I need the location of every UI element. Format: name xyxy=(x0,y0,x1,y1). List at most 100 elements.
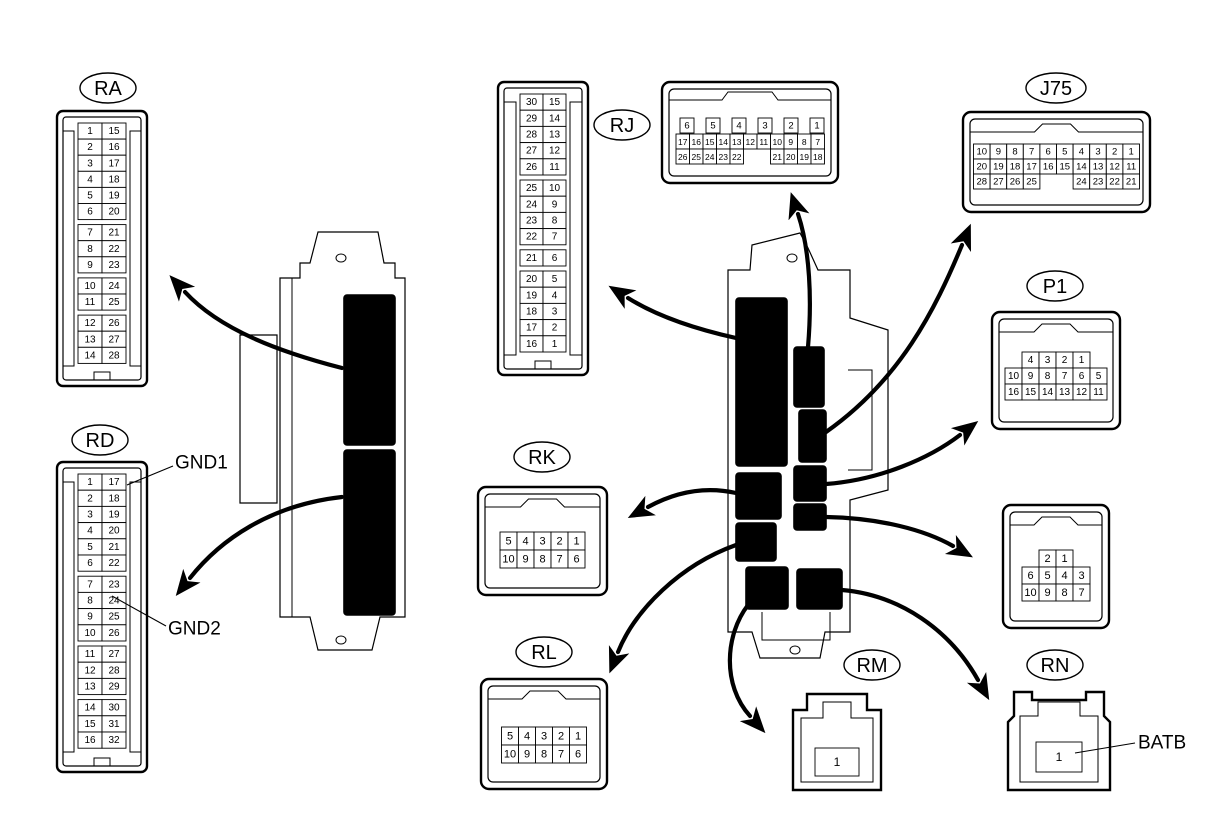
pin-label: 1 xyxy=(1129,147,1134,158)
pin-cell xyxy=(1089,383,1108,401)
label-rk-text: RK xyxy=(528,447,556,469)
pin-label: 27 xyxy=(993,177,1004,188)
pin-label: 18 xyxy=(108,174,120,185)
label-rm-text: RM xyxy=(856,655,887,677)
pin-label: 15 xyxy=(549,97,561,108)
label-rd-text: RD xyxy=(86,430,115,452)
pin-label: 5 xyxy=(87,190,93,201)
rj-block xyxy=(735,297,788,467)
pin-cell xyxy=(542,335,567,353)
pin-label: 12 xyxy=(84,318,96,329)
pin-label: 7 xyxy=(552,232,558,243)
label-rm: RM xyxy=(843,649,901,681)
pin-cell xyxy=(1022,173,1041,190)
pin-label: 2 xyxy=(1044,553,1050,565)
pin-label: 19 xyxy=(800,152,810,162)
pin-label: 10 xyxy=(84,628,96,639)
pin-cell xyxy=(757,117,773,134)
pin-label: 5 xyxy=(1044,570,1050,582)
pin-label: 6 xyxy=(684,121,689,132)
pin-label: 12 xyxy=(549,146,561,157)
pin-label: 14 xyxy=(84,703,96,714)
pin-label: 19 xyxy=(108,190,120,201)
pin-cell xyxy=(1122,173,1140,190)
pin-cell xyxy=(679,117,695,134)
callout-batb: BATB xyxy=(1138,733,1186,754)
pin-label: 8 xyxy=(539,554,545,566)
pin-cell xyxy=(542,228,567,246)
pin-label: 15 xyxy=(705,137,715,147)
pin-label: 16 xyxy=(692,137,702,147)
pin-label: 14 xyxy=(1042,387,1054,398)
pin-label: 13 xyxy=(84,334,96,345)
pin-label: 25 xyxy=(526,183,538,194)
pin-label: 19 xyxy=(526,290,538,301)
pin-label: 20 xyxy=(786,152,796,162)
pin-label: 4 xyxy=(522,536,528,548)
pin-label: 12 xyxy=(746,137,756,147)
pin-label: 11 xyxy=(759,137,768,147)
pin-cell xyxy=(101,256,127,274)
pin-label: 22 xyxy=(1109,177,1120,188)
label-ra: RA xyxy=(79,72,137,104)
pin-label: 4 xyxy=(87,174,93,185)
pin-label: 10 xyxy=(84,281,96,292)
pin-label: 19 xyxy=(108,510,120,521)
pin-cell xyxy=(567,549,586,569)
connector-arrows xyxy=(169,192,990,734)
pin-label: 14 xyxy=(549,113,561,124)
pin-label: 7 xyxy=(815,137,820,147)
pin-label: 13 xyxy=(549,130,561,141)
pin-label: 9 xyxy=(524,749,530,761)
pin-label: 24 xyxy=(1076,177,1087,188)
pin-cell xyxy=(783,117,799,134)
pin-label: 17 xyxy=(1026,162,1037,173)
pin-label: 30 xyxy=(526,97,538,108)
pin-label: 23 xyxy=(1093,177,1104,188)
pin-label: 2 xyxy=(552,323,558,334)
pin-label: 2 xyxy=(558,731,564,743)
rm-block xyxy=(745,566,789,610)
pin-label: 5 xyxy=(710,121,715,132)
pin-label: 10 xyxy=(1024,587,1036,599)
pin-label: 16 xyxy=(526,339,538,350)
pin-label: 24 xyxy=(705,152,715,162)
label-ra-text: RA xyxy=(94,78,122,100)
label-rl: RL xyxy=(515,636,573,668)
pin-label: 24 xyxy=(108,281,120,292)
pin-label: 6 xyxy=(1027,570,1033,582)
pin-label: 7 xyxy=(87,579,93,590)
pin-label: 20 xyxy=(526,274,538,285)
pin-label: 6 xyxy=(87,558,93,569)
pin-label: 1 xyxy=(87,126,93,137)
pin-label: 26 xyxy=(526,162,538,173)
pin-cell xyxy=(542,158,567,176)
pin-label: 3 xyxy=(541,731,547,743)
pin-label: 27 xyxy=(108,334,120,345)
pin-label: 6 xyxy=(552,253,558,264)
pin-label: 21 xyxy=(526,253,538,264)
pin-label: 12 xyxy=(1109,162,1120,173)
pin-cell xyxy=(101,203,127,221)
arrow-to-unlabeled xyxy=(823,514,973,558)
pin-label: 21 xyxy=(1126,177,1137,188)
left-upper-connector-block xyxy=(343,294,396,446)
pin-label: 9 xyxy=(1028,371,1034,382)
pin-label: 23 xyxy=(719,152,729,162)
pin-cell xyxy=(731,117,747,134)
pin-label: 26 xyxy=(108,628,120,639)
pin-label: 7 xyxy=(556,554,562,566)
pin-label: 22 xyxy=(732,152,742,162)
pin-cell xyxy=(101,677,127,696)
pin-label: 32 xyxy=(108,735,120,746)
pin-label: 10 xyxy=(773,137,783,147)
pin-label: 4 xyxy=(1028,355,1034,366)
pin-label: 15 xyxy=(108,126,120,137)
pin-label: 3 xyxy=(552,307,558,318)
